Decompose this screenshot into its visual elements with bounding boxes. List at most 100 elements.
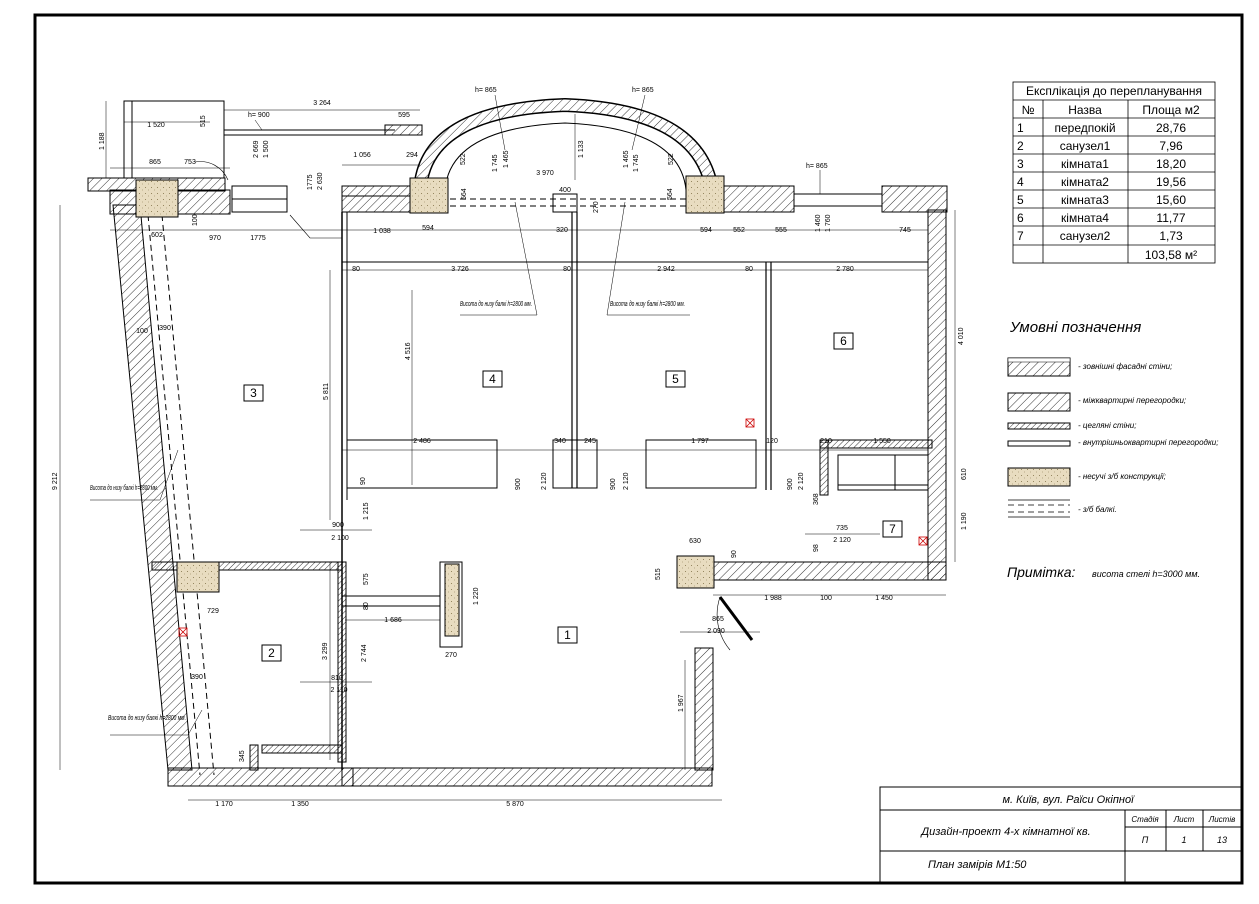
dim-4516: 4 516 bbox=[405, 342, 412, 360]
dim-1133: 1 133 bbox=[578, 140, 585, 158]
dim-522-l: 522 bbox=[460, 153, 467, 165]
dim-120: 120 bbox=[766, 438, 778, 445]
dim-390-a: 390 bbox=[159, 325, 171, 332]
dim-294: 294 bbox=[406, 152, 418, 159]
beam-notes: Висота до низу балкі h=2800 мм. Висота д… bbox=[90, 87, 828, 722]
explication-row-number: 6 bbox=[1017, 211, 1024, 225]
dim-1988: 1 988 bbox=[764, 595, 782, 602]
dim-368: 368 bbox=[813, 493, 820, 505]
room-labels: 1 2 3 4 5 6 7 bbox=[243, 332, 903, 662]
dim-630: 630 bbox=[689, 538, 701, 545]
dim-80-b: 80 bbox=[563, 266, 571, 273]
dim-1686: 1 686 bbox=[384, 617, 402, 624]
room-number-2: 2 bbox=[268, 646, 275, 660]
sheet-value: 1 bbox=[1181, 835, 1186, 845]
dim-320: 320 bbox=[556, 227, 568, 234]
dim-970: 970 bbox=[209, 235, 221, 242]
dim-270-top: 270 bbox=[593, 201, 600, 213]
room-number-4: 4 bbox=[489, 372, 496, 386]
dim-1775-v: 1775 bbox=[307, 174, 314, 190]
dim-1967: 1 967 bbox=[678, 694, 685, 712]
project-name: Дизайн-проект 4-х кімнатної кв. bbox=[919, 826, 1090, 838]
legend-item-concrete: - несучі з/б конструкції; bbox=[1078, 472, 1166, 481]
dim-1350: 1 350 bbox=[291, 801, 309, 808]
dim-594-l: 594 bbox=[422, 225, 434, 232]
dim-555: 555 bbox=[775, 227, 787, 234]
explication-row-area: 15,60 bbox=[1156, 193, 1186, 207]
dim-3264: 3 264 bbox=[313, 100, 331, 107]
dim-1038: 1 038 bbox=[373, 228, 391, 235]
dim-2744: 2 744 bbox=[361, 644, 368, 662]
dim-2486: 2 486 bbox=[413, 438, 431, 445]
explication-row-number: 1 bbox=[1017, 121, 1024, 135]
room-number-1: 1 bbox=[564, 628, 571, 642]
dim-1465-l: 1 465 bbox=[503, 150, 510, 168]
dim-9212: 9 212 bbox=[52, 472, 59, 490]
dim-1760: 1 760 bbox=[825, 214, 832, 232]
dim-595: 595 bbox=[398, 112, 410, 119]
dim-100-b: 100 bbox=[820, 595, 832, 602]
legend-item-facade: - зовнішні фасадні стіни; bbox=[1078, 362, 1172, 371]
dim-1190: 1 190 bbox=[961, 512, 968, 530]
legend: Умовні позначення - зовнішні фасадні сті… bbox=[1007, 319, 1218, 580]
dim-810: 810 bbox=[331, 675, 343, 682]
dim-100-top: 100 bbox=[192, 214, 199, 226]
dim-2780: 2 780 bbox=[836, 266, 854, 273]
explication-row-number: 3 bbox=[1017, 157, 1024, 171]
dim-3726: 3 726 bbox=[451, 266, 469, 273]
room-number-7: 7 bbox=[889, 522, 896, 536]
dim-2090: 2 090 bbox=[707, 628, 725, 635]
address: м. Київ, вул. Раїси Окіпної bbox=[1002, 794, 1135, 806]
col-number: № bbox=[1022, 103, 1035, 117]
explication-row-name: передпокій bbox=[1054, 121, 1115, 135]
col-name: Назва bbox=[1068, 103, 1102, 117]
dim-1220: 1 220 bbox=[473, 587, 480, 605]
dim-80-a: 80 bbox=[352, 266, 360, 273]
dim-1745-r: 1 745 bbox=[633, 154, 640, 172]
explication-row-number: 2 bbox=[1017, 139, 1024, 153]
col-stage: Стадія bbox=[1131, 815, 1159, 824]
dim-340: 340 bbox=[554, 438, 566, 445]
dim-245: 245 bbox=[584, 438, 596, 445]
dim-1460: 1 460 bbox=[815, 214, 822, 232]
dim-515-b: 515 bbox=[655, 568, 662, 580]
explication-row-area: 7,96 bbox=[1159, 139, 1183, 153]
dim-90-h: 90 bbox=[731, 550, 738, 558]
dim-2120-a: 2 120 bbox=[541, 472, 548, 490]
sheets-value: 13 bbox=[1217, 835, 1227, 845]
dim-564-l: 564 bbox=[461, 188, 468, 200]
dim-80-v: 80 bbox=[363, 602, 370, 610]
beam-note-room4: Висота до низу балкі h=2800 мм. bbox=[460, 300, 532, 308]
dim-515: 515 bbox=[200, 115, 207, 127]
note-text: висота стелі h=3000 мм. bbox=[1092, 569, 1200, 579]
explication-row-number: 7 bbox=[1017, 229, 1024, 243]
dim-400: 400 bbox=[559, 187, 571, 194]
legend-swatch-interapartment bbox=[1007, 392, 1071, 412]
explication-total: 103,58 м² bbox=[1145, 248, 1197, 262]
legend-swatch-partition bbox=[1007, 440, 1071, 447]
dim-1520: 1 520 bbox=[147, 122, 165, 129]
explication-row-name: кімната3 bbox=[1061, 193, 1109, 207]
legend-title: Умовні позначення bbox=[1009, 319, 1141, 336]
h865-right: h= 865 bbox=[806, 163, 828, 170]
dim-1500: 1 500 bbox=[263, 140, 270, 158]
explication-row-area: 11,77 bbox=[1156, 211, 1185, 225]
dim-900-a: 900 bbox=[515, 478, 522, 490]
dim-80-c: 80 bbox=[745, 266, 753, 273]
dim-2120-c: 2 120 bbox=[798, 472, 805, 490]
dim-552: 552 bbox=[733, 227, 745, 234]
explication-title: Експлікація до перепланування bbox=[1026, 84, 1202, 98]
dim-2669: 2 669 bbox=[253, 140, 260, 158]
dim-98: 98 bbox=[813, 544, 820, 552]
dim-745: 745 bbox=[899, 227, 911, 234]
col-area: Площа м2 bbox=[1142, 103, 1200, 117]
dim-5870: 5 870 bbox=[506, 801, 524, 808]
dim-345: 345 bbox=[239, 750, 246, 762]
dim-1170: 1 170 bbox=[215, 801, 233, 808]
dim-90-v: 90 bbox=[360, 477, 367, 485]
explication-row-number: 4 bbox=[1017, 175, 1024, 189]
dim-1550: 1 550 bbox=[873, 438, 891, 445]
explication-row-area: 28,76 bbox=[1156, 121, 1186, 135]
beam-note-room3: Висота до низу балкі h=2800 мм. bbox=[90, 484, 158, 492]
dim-1188: 1 188 bbox=[99, 132, 106, 150]
